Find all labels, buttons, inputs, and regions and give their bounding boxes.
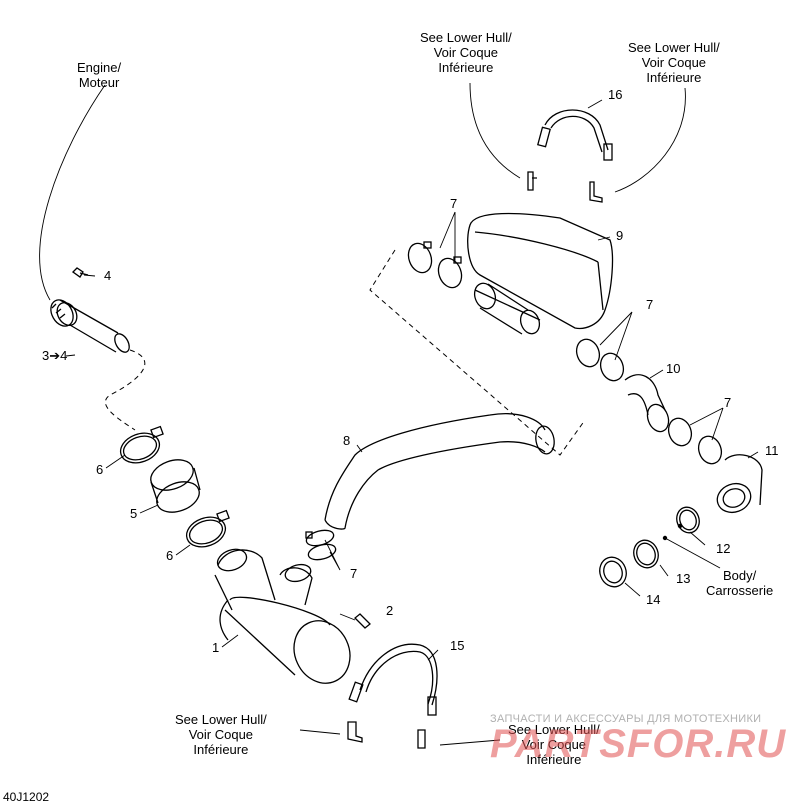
part-number-6b: 6 [166, 548, 174, 563]
long-pipe-part-8 [324, 413, 555, 530]
engine-outlet-part-3 [50, 299, 130, 353]
clamp-part-6-bottom [185, 509, 230, 548]
part-number-12: 12 [716, 541, 731, 556]
part-number-6a: 6 [96, 462, 104, 477]
callout-hull-top-right: See Lower Hull/ Voir Coque Inférieure [628, 40, 720, 85]
strap-part-15 [348, 643, 438, 716]
clamp-part-6-top [119, 425, 164, 464]
assembly-dashed-lines [104, 249, 586, 456]
part-number-15: 15 [450, 638, 465, 653]
hull-brackets [347, 171, 603, 749]
clamps-part-7-right [667, 417, 723, 465]
part-number-7d: 7 [724, 395, 732, 410]
part-number-8: 8 [343, 433, 351, 448]
screw-part-2 [354, 613, 371, 629]
part-number-9: 9 [616, 228, 624, 243]
connection-dots [662, 523, 683, 541]
coupling-hose-part-5 [150, 459, 201, 513]
strap-part-16 [537, 109, 613, 161]
part-number-5: 5 [130, 506, 138, 521]
callout-engine: Engine/ Moteur [77, 60, 122, 90]
callout-body: Body/ Carrosserie [706, 568, 774, 598]
callout-hull-bottom-right: See Lower Hull/ Voir Coque Inférieure [508, 722, 600, 767]
elbow-part-10 [624, 374, 670, 433]
clamps-part-7-lower [305, 529, 337, 561]
muffler-part-1 [214, 548, 351, 684]
fitting-part-4 [71, 267, 89, 278]
part-number-13: 13 [676, 571, 691, 586]
outlet-part-11 [716, 454, 763, 514]
part-number-7c: 7 [646, 297, 654, 312]
part-number-16: 16 [608, 87, 623, 102]
leader-lines [39, 82, 759, 746]
ring-part-13 [633, 539, 659, 569]
part-number-7b: 7 [450, 196, 458, 211]
part-number-11: 11 [765, 443, 779, 458]
watermark-logo: PARTSFOR.RU [490, 722, 787, 766]
part-number-3: 3➔4 [42, 348, 68, 363]
diagram-code: 40J1202 [3, 790, 50, 804]
part-number-2: 2 [386, 603, 394, 618]
part-number-7a: 7 [350, 566, 358, 581]
part-number-4: 4 [104, 268, 112, 283]
clamps-part-7-mid [575, 338, 625, 382]
ring-part-12 [676, 506, 700, 534]
ring-part-14 [599, 556, 627, 588]
part-number-14: 14 [646, 592, 661, 607]
water-box-part-9 [467, 212, 614, 335]
part-number-1: 1 [212, 640, 220, 655]
callout-hull-top-left: See Lower Hull/ Voir Coque Inférieure [420, 30, 512, 75]
clamps-part-7-upper [407, 241, 463, 289]
callout-hull-bottom-left: See Lower Hull/ Voir Coque Inférieure [175, 712, 267, 757]
watermark-tagline: ЗАПЧАСТИ И АКСЕССУАРЫ ДЛЯ МОТОТЕХНИКИ [490, 713, 762, 725]
part-number-10: 10 [666, 361, 681, 376]
